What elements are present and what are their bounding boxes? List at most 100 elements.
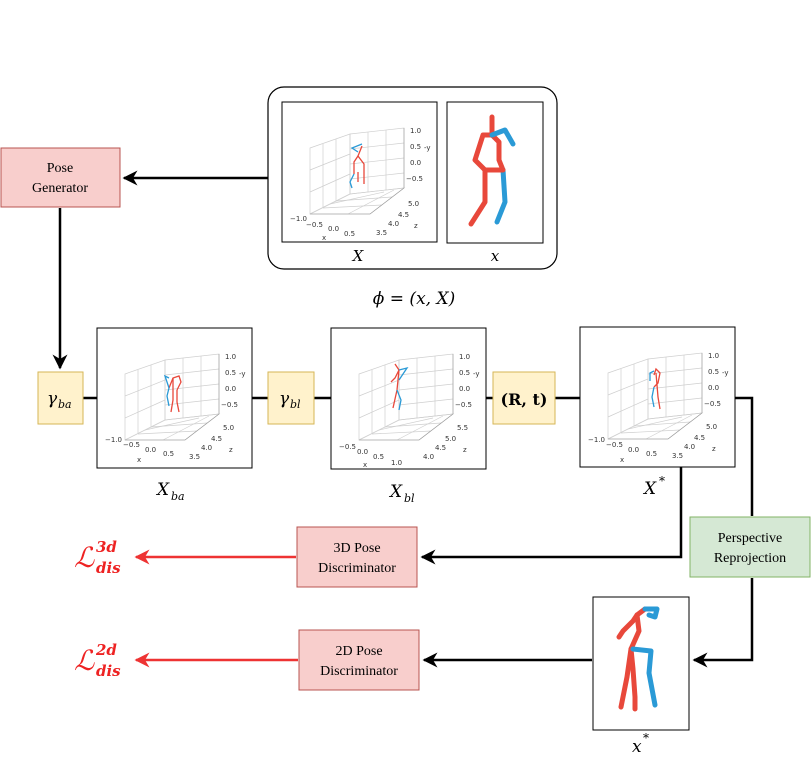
3d-discriminator-line1: 3D Pose [333,541,380,556]
arrow-xstar-to-3d-discriminator [420,466,683,565]
tick: 4.5 [435,444,446,452]
tick: −0.5 [306,221,323,229]
axis-label: x [137,456,141,464]
tick: 0.0 [225,385,236,393]
axis-label: -y [424,144,431,152]
axis-label: z [712,445,716,453]
tick: 0.0 [410,159,421,167]
tick: 0.5 [344,230,355,238]
xstar-2d-label: x * [632,731,649,757]
tick: 3.5 [672,452,683,460]
tick: 1.0 [708,352,719,360]
gamma-bl-box: γ bl [267,371,315,425]
tick: 0.5 [646,450,657,458]
tick: 5.0 [408,200,419,208]
gamma-bl-symbol: γ [279,389,290,409]
tick: −1.0 [105,436,122,444]
xstar-3d-plot: 1.0 0.5 0.0 −0.5 -y −1.0 −0.5 0.0 0.5 x … [579,326,736,468]
tick: 0.0 [145,446,156,454]
gamma-bl-sub: bl [290,398,301,411]
tick: −0.5 [455,401,472,409]
gamma-ba-symbol: γ [47,389,58,409]
tick: 0.0 [708,384,719,392]
pose-generator-line1: Pose [47,161,73,176]
axis-label: z [414,222,418,230]
arrow-reprojection-to-xstar [692,578,754,668]
tick: 1.0 [459,353,470,361]
tick: −0.5 [221,401,238,409]
axis-label: -y [722,369,729,377]
phi-label: ϕ = (x, X) [373,289,455,309]
skeleton-3d [163,374,182,413]
tick: 0.5 [459,369,470,377]
skeleton-3d [349,143,365,189]
loss-2d: ℒ 2d dis [74,641,121,680]
axis-label: -y [239,370,246,378]
rotation-translation-box: (R, t) [492,371,556,425]
reprojection-line1: Perspective [718,531,783,546]
input-2d-label: x [491,247,500,265]
tick: 3.5 [189,453,200,461]
tick: 4.0 [423,453,434,461]
loss-3d-sub: dis [96,559,121,577]
pose-generator-box: Pose Generator [0,147,121,208]
tick: −0.5 [606,441,623,449]
axis-label: z [463,446,467,454]
axis-label: -y [473,370,480,378]
perspective-reprojection-box: Perspective Reprojection [689,516,811,578]
tick: 0.0 [628,446,639,454]
tick: 1.0 [391,459,402,467]
tick: 5.0 [445,435,456,443]
loss-3d-sup: 3d [96,538,117,556]
xba-label: X ba [155,480,185,503]
loss-3d: ℒ 3d dis [74,538,121,577]
axis-label: x [620,456,624,464]
tick: −0.5 [704,400,721,408]
tick: 0.0 [357,448,368,456]
tick: 4.5 [398,211,409,219]
loss-2d-sub: dis [96,662,121,680]
tick: 5.5 [457,424,468,432]
skeleton-3d [649,367,661,410]
2d-discriminator-box: 2D Pose Discriminator [298,629,420,691]
xstar-label: X * [642,474,665,499]
reprojection-line2: Reprojection [714,551,786,566]
skeleton-3d [390,363,409,411]
xstar-sup: * [659,474,665,488]
tick: 0.5 [225,369,236,377]
input-3d-label: X [352,247,365,265]
axis-label: x [322,234,326,242]
2d-discriminator-line2: Discriminator [320,664,398,679]
xstar-main: X [642,479,657,499]
loss-2d-symbol: ℒ [74,644,95,677]
gamma-ba-sub: ba [58,398,72,411]
axis-label: x [363,461,367,469]
3d-discriminator-line2: Discriminator [318,561,396,576]
tick: 0.0 [328,225,339,233]
tick: 1.0 [225,353,236,361]
gamma-ba-box: γ ba [37,371,84,425]
tick: 0.5 [708,368,719,376]
input-2d-pose [446,101,544,244]
tick: −0.5 [339,443,356,451]
3d-discriminator-box: 3D Pose Discriminator [296,526,418,588]
tick: −1.0 [290,215,307,223]
xbl-sub: bl [404,492,415,505]
tick: 0.0 [459,385,470,393]
rt-text: (R, t) [501,390,548,409]
input-3d-plot: 1.0 0.5 0.0 −0.5 -y −1.0 −0.5 0.0 0.5 x … [281,101,438,243]
tick: −0.5 [406,175,423,183]
tick: 5.0 [706,423,717,431]
tick: 4.5 [211,435,222,443]
tick: −0.5 [123,441,140,449]
loss-3d-symbol: ℒ [74,541,95,574]
xbl-3d-plot: 1.0 0.5 0.0 −0.5 -y −0.5 0.0 0.5 1.0 x 5… [330,327,487,470]
xbl-main: X [388,482,403,502]
xba-sub: ba [171,490,185,503]
xba-3d-plot: 1.0 0.5 0.0 −0.5 -y −1.0 −0.5 0.0 0.5 x … [96,327,253,469]
pose-generator-line2: Generator [32,181,88,196]
tick: 1.0 [410,127,421,135]
tick: 4.0 [201,444,212,452]
tick: 4.5 [694,434,705,442]
